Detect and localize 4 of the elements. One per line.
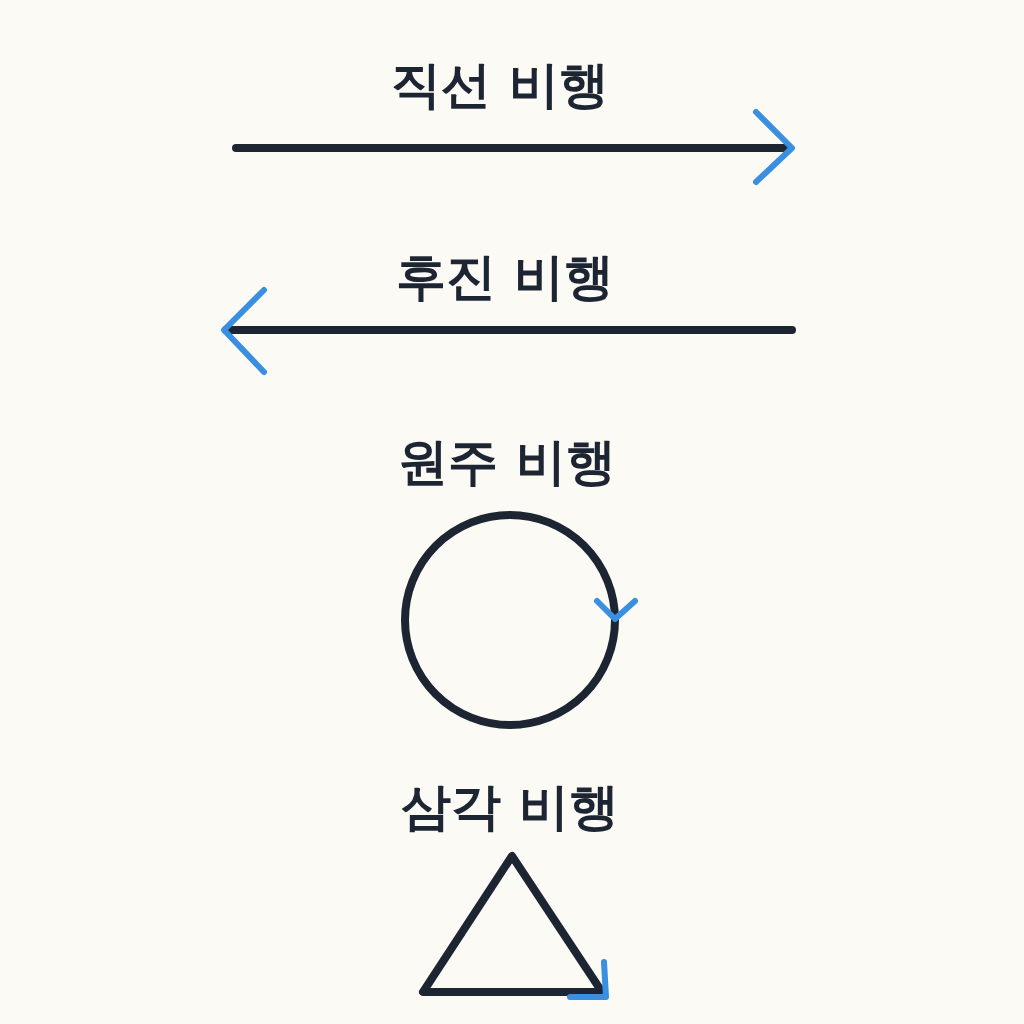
flight-label: 후진 비행 [396, 250, 614, 305]
flight-label: 삼각 비행 [401, 780, 619, 835]
flight-label: 원주 비행 [398, 435, 616, 490]
flight-label: 직선 비행 [391, 58, 609, 113]
